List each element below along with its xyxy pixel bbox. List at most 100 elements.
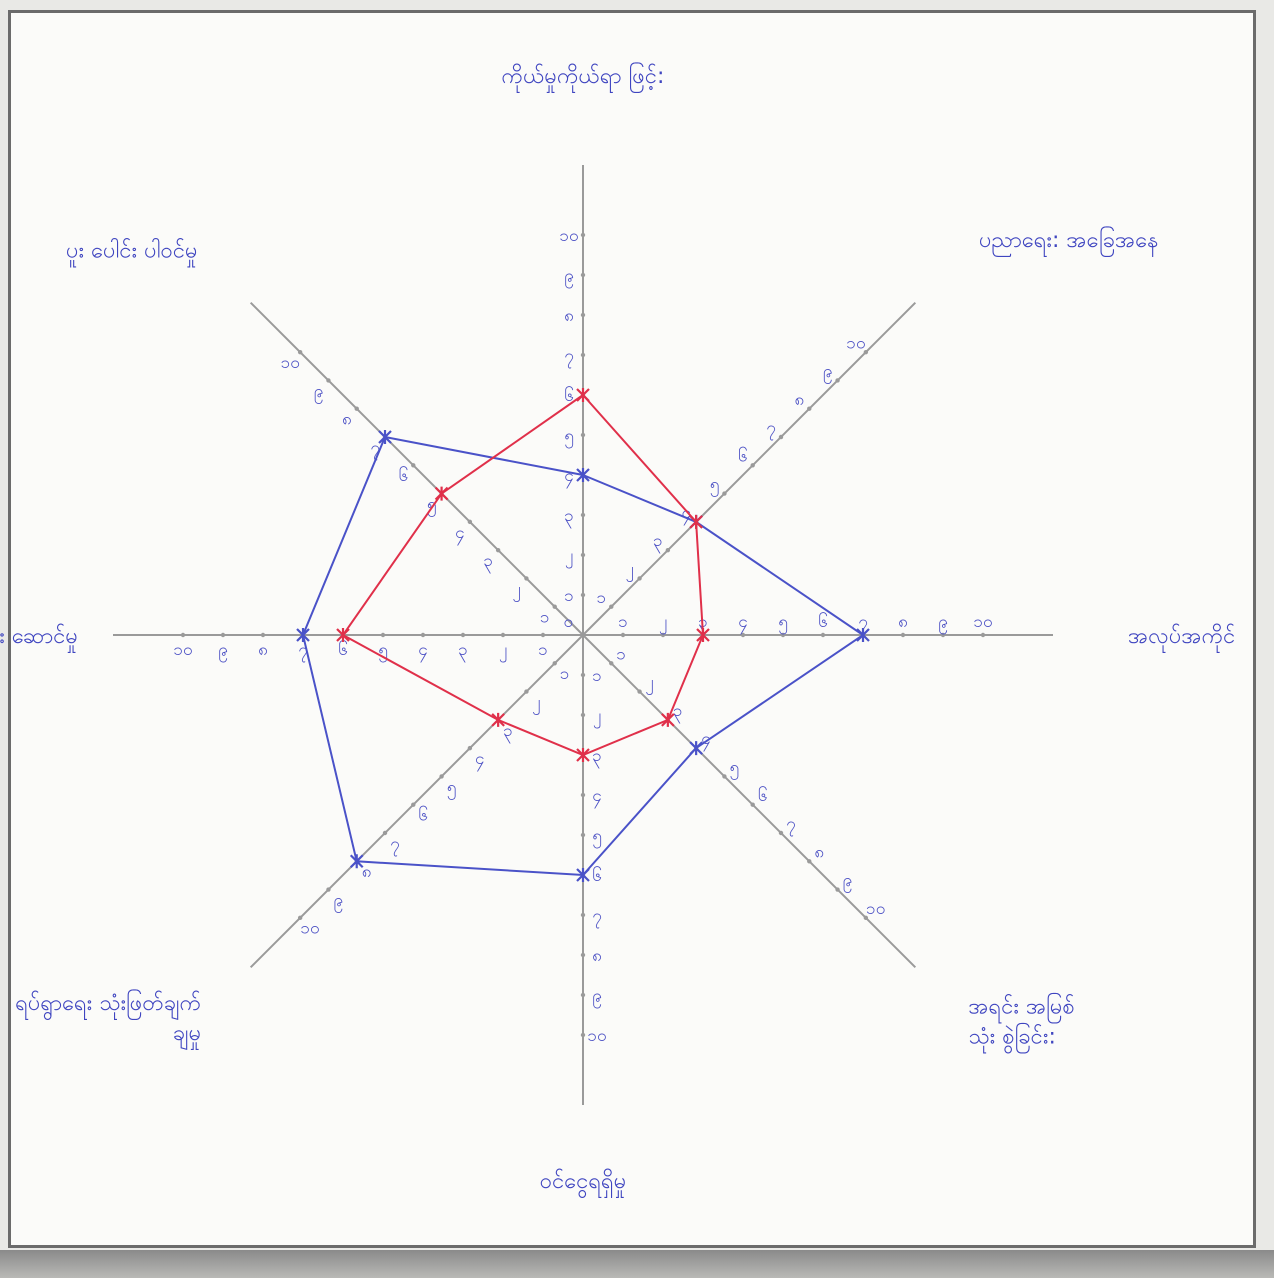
tick-label-5-8: ၈ <box>362 862 372 882</box>
tick-mark-5-10 <box>297 915 303 921</box>
tick-mark-1-2 <box>637 576 642 581</box>
tick-mark-6-8 <box>260 632 266 638</box>
series-1-point-0 <box>576 388 590 402</box>
series-1-point-7 <box>434 486 449 501</box>
tick-label-4-6: ၆ <box>592 865 602 886</box>
axis-titles-layer: ကိုယ်မှုကိုယ်ရာ ဖြင့်: ပညာရေး: အခြေအနေအလု… <box>0 62 1235 1199</box>
tick-label-6-8: ၈ <box>258 640 268 660</box>
series-layer <box>296 388 870 882</box>
series-1-point-5 <box>491 712 505 727</box>
series-1-point-6 <box>336 628 350 642</box>
tick-label-7-2: ၂ <box>512 579 520 602</box>
axis-title-2: အလုပ်အကိုင် <box>1128 623 1235 653</box>
tick-label-1-4: ၄ <box>681 503 691 526</box>
tick-mark-6-3 <box>460 632 466 638</box>
tick-label-3-1: ၁ <box>616 644 626 664</box>
tick-label-6-7: ၇ <box>298 640 308 663</box>
tick-label-0-2: ၂ <box>565 546 573 569</box>
axis-title-6: ခေါင်း ဆောင်မှု <box>0 623 78 653</box>
tick-mark-3-10 <box>863 915 869 921</box>
series-1-point-2 <box>696 628 710 642</box>
tick-label-7-8: ၈ <box>342 410 352 430</box>
tick-label-3-2: ၂ <box>645 673 653 696</box>
tick-label-6-2: ၂ <box>499 640 507 663</box>
scan-edge <box>0 1250 1274 1278</box>
tick-label-0-5: ၅ <box>564 426 574 449</box>
series-0-point-3 <box>689 741 703 756</box>
tick-mark-3-1 <box>609 661 614 666</box>
tick-mark-2-1 <box>620 632 626 638</box>
tick-label-2-4: ၄ <box>738 612 748 635</box>
tick-label-4-7: ၇ <box>592 906 602 929</box>
tick-label-0-1: ၁ <box>564 586 574 606</box>
tick-mark-4-2 <box>580 712 586 718</box>
tick-mark-1-7 <box>778 434 784 440</box>
tick-mark-3-6 <box>750 802 755 807</box>
tick-label-0-10: ၁၀ <box>559 226 578 246</box>
tick-label-7-4: ၄ <box>455 523 465 546</box>
tick-mark-6-10 <box>180 632 186 638</box>
tick-label-1-1: ၁ <box>597 588 607 608</box>
tick-label-1-10: ၁၀ <box>846 333 865 353</box>
tick-label-6-3: ၃ <box>458 640 468 663</box>
tick-mark-7-6 <box>411 463 416 468</box>
tick-label-4-8: ၈ <box>592 946 602 966</box>
tick-mark-2-5 <box>780 632 786 638</box>
tick-mark-0-3 <box>580 512 586 518</box>
tick-label-2-2: ၂ <box>659 612 667 635</box>
tick-mark-1-5 <box>722 491 727 496</box>
tick-label-0-9: ၉ <box>564 266 574 289</box>
tick-mark-7-10 <box>297 349 303 355</box>
tick-mark-4-4 <box>580 792 586 798</box>
tick-label-3-3: ၃ <box>673 701 683 724</box>
tick-label-7-10: ၁၀ <box>281 353 300 373</box>
series-0-point-4 <box>576 868 590 882</box>
tick-label-1-5: ၅ <box>710 475 720 498</box>
tick-label-4-1: ၁ <box>592 666 602 686</box>
tick-mark-0-5 <box>580 432 586 438</box>
tick-mark-1-9 <box>835 378 840 383</box>
tick-mark-5-1 <box>552 661 557 666</box>
tick-label-3-9: ၉ <box>843 871 853 894</box>
tick-label-7-5: ၅ <box>427 494 437 517</box>
tick-label-0-7: ၇ <box>564 346 574 369</box>
tick-mark-3-7 <box>778 830 784 836</box>
tick-mark-3-9 <box>835 887 840 892</box>
series-1-point-3 <box>661 712 675 727</box>
tick-mark-4-1 <box>580 672 586 678</box>
axis-title-1: ပညာရေး: အခြေအနေ <box>979 226 1159 257</box>
tick-mark-5-6 <box>411 802 416 807</box>
tick-mark-2-2 <box>660 632 666 638</box>
tick-mark-7-9 <box>326 378 331 383</box>
tick-mark-6-4 <box>420 632 426 638</box>
tick-mark-1-3 <box>665 547 671 553</box>
tick-label-7-7: ၇ <box>370 438 380 461</box>
tick-mark-7-2 <box>524 576 529 581</box>
tick-mark-6-5 <box>380 632 386 638</box>
axis-title-3-line-1: သုံး စွဲခြင်း: <box>968 1022 1056 1054</box>
tick-label-6-1: ၁ <box>538 640 548 660</box>
tick-label-4-3: ၃ <box>592 746 602 769</box>
axis-title-5-line-0: ရပ်ရွာရေး သုံးဖြတ်ချက် <box>15 989 201 1021</box>
tick-label-0-4: ၄ <box>564 466 574 489</box>
tick-label-5-2: ၂ <box>532 692 540 715</box>
tick-mark-7-1 <box>552 604 557 609</box>
tick-mark-5-7 <box>382 830 388 836</box>
tick-label-origin: ၀ <box>563 612 573 632</box>
series-0-point-5 <box>349 854 364 869</box>
axis-title-0: ကိုယ်မှုကိုယ်ရာ ဖြင့်: <box>502 62 665 93</box>
tick-label-4-9: ၉ <box>592 986 602 1009</box>
tick-label-0-3: ၃ <box>564 506 574 529</box>
tick-mark-2-4 <box>740 632 746 638</box>
tick-label-1-8: ၈ <box>795 390 805 410</box>
tick-mark-3-2 <box>637 689 642 694</box>
tick-label-4-4: ၄ <box>592 786 602 809</box>
tick-mark-7-8 <box>354 406 359 411</box>
tick-mark-0-8 <box>580 312 586 318</box>
tick-label-5-5: ၅ <box>447 777 457 800</box>
tick-label-4-5: ၅ <box>592 826 602 849</box>
tick-mark-0-7 <box>580 352 586 358</box>
tick-label-7-3: ၃ <box>483 551 493 574</box>
tick-mark-4-10 <box>580 1032 586 1038</box>
tick-label-0-6: ၆ <box>564 385 574 406</box>
